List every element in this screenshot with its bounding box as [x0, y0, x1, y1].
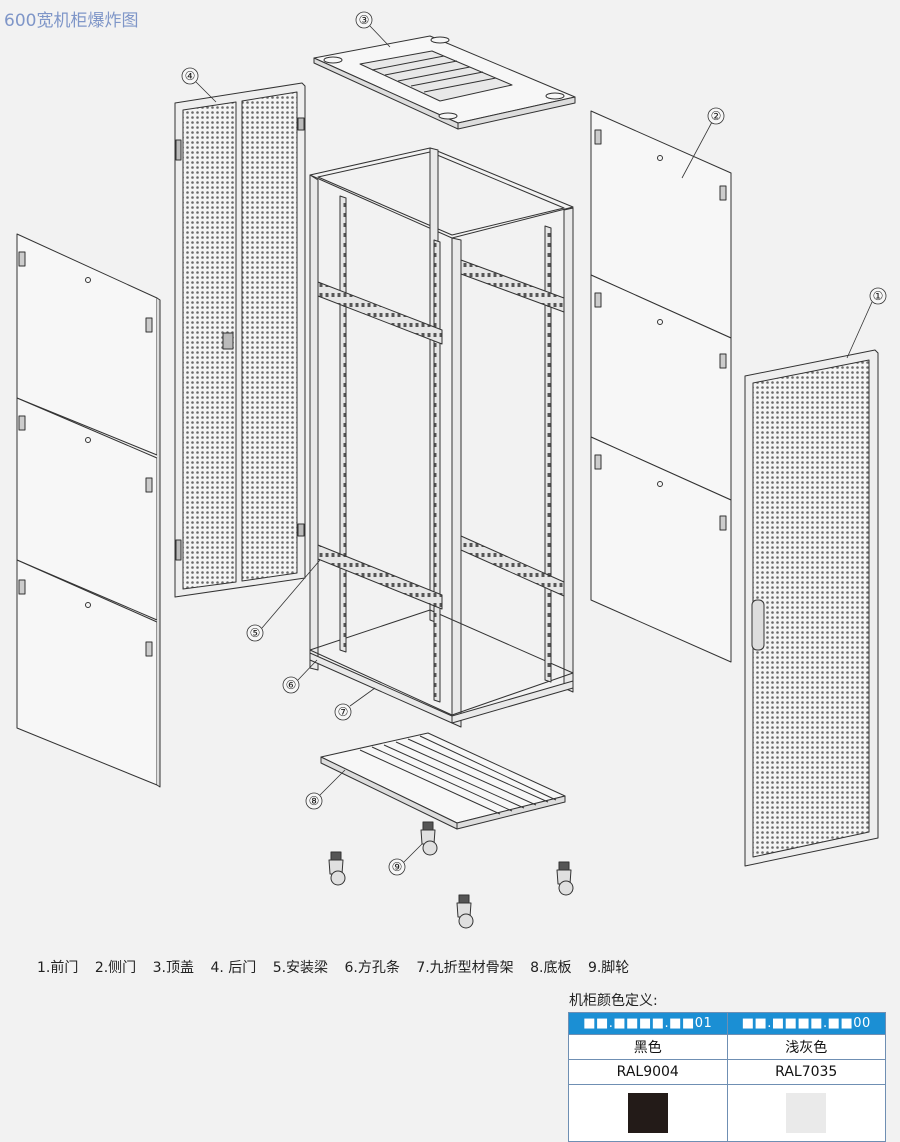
legend-item: 2.侧门: [94, 960, 137, 976]
color-swatch-black: [627, 1093, 668, 1133]
legend-item: 4. 后门: [210, 960, 257, 976]
legend-item: 3.顶盖: [152, 960, 194, 976]
front-door: [744, 349, 879, 867]
svg-text:②: ②: [711, 109, 722, 123]
callout-9: ⑨: [388, 858, 406, 876]
svg-text:⑦: ⑦: [338, 705, 349, 719]
swatch-cell-light-grey: [726, 1084, 886, 1142]
legend-item: 7.九折型材骨架: [416, 960, 514, 976]
page-title: 600宽机柜爆炸图: [4, 11, 139, 31]
callout-1: ①: [869, 287, 887, 305]
color-code-light-grey: ■■.■■■■.■■00: [726, 1012, 886, 1035]
ral-code-light-grey: RAL7035: [726, 1059, 886, 1085]
callout-5: ⑤: [246, 624, 264, 642]
svg-text:③: ③: [359, 13, 370, 27]
callouts: ① ② ③ ④ ⑤ ⑥ ⑦ ⑧ ⑨: [181, 11, 887, 876]
callout-8: ⑧: [305, 792, 323, 810]
color-swatch-light-grey: [786, 1093, 827, 1133]
ral-code-black: RAL9004: [568, 1059, 728, 1085]
svg-text:⑨: ⑨: [392, 860, 403, 874]
rear-door: [174, 82, 306, 598]
legend-item: 5.安装梁: [272, 960, 329, 976]
callout-7: ⑦: [334, 703, 352, 721]
legend-item: 6.方孔条: [344, 960, 400, 976]
callout-6: ⑥: [282, 676, 300, 694]
mounting-beams: [317, 259, 565, 610]
svg-text:④: ④: [185, 69, 196, 83]
legend-item: 1.前门: [37, 960, 79, 976]
right-side-panels: [590, 110, 732, 663]
color-name-black: 黑色: [568, 1034, 728, 1060]
svg-text:①: ①: [873, 289, 884, 303]
legend-item: 8.底板: [530, 960, 572, 976]
svg-text:⑥: ⑥: [286, 678, 297, 692]
color-definition-table: ■■.■■■■.■■01 ■■.■■■■.■■00 黑色 浅灰色 RAL9004…: [568, 1012, 886, 1142]
color-code-black: ■■.■■■■.■■01: [568, 1012, 728, 1035]
parts-legend: 1.前门 2.侧门 3.顶盖 4. 后门 5.安装梁 6.方孔条 7.九折型材骨…: [37, 957, 641, 977]
legend-item: 9.脚轮: [587, 960, 630, 976]
svg-text:⑤: ⑤: [250, 626, 261, 640]
cabinet-frame: [309, 147, 574, 728]
exploded-view-diagram: ① ② ③ ④ ⑤ ⑥ ⑦ ⑧ ⑨: [16, 11, 887, 929]
color-name-light-grey: 浅灰色: [726, 1034, 886, 1060]
callout-2: ②: [707, 107, 725, 125]
top-cover: [313, 35, 576, 130]
left-side-panels: [16, 233, 161, 788]
color-definition-title: 机柜颜色定义:: [569, 993, 658, 1009]
swatch-cell-black: [568, 1084, 728, 1142]
callout-3: ③: [355, 11, 373, 29]
svg-text:⑧: ⑧: [309, 794, 320, 808]
leader-lines: [195, 25, 873, 863]
base-plate: [320, 732, 566, 830]
casters: [328, 821, 574, 929]
callout-4: ④: [181, 67, 199, 85]
